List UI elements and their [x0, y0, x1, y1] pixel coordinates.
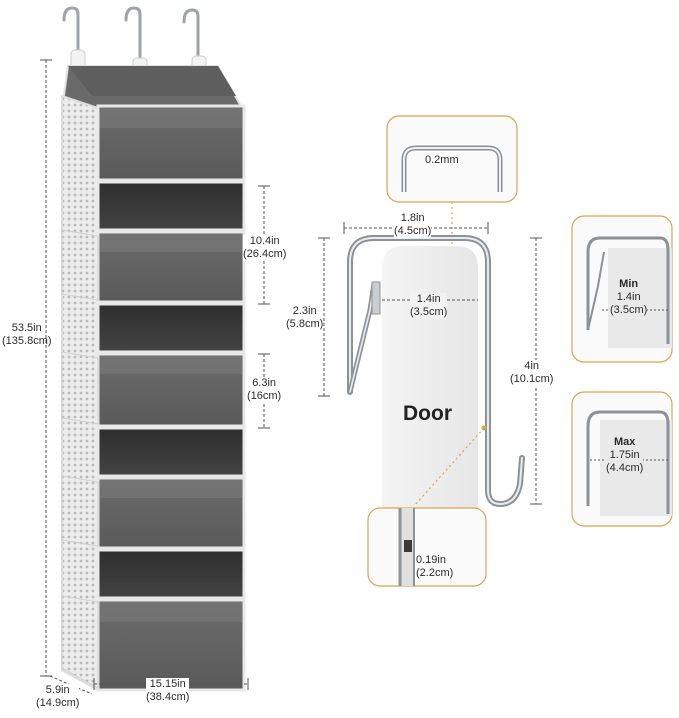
- max-in: 1.75in: [609, 449, 640, 461]
- front-drop-in: 2.3in: [292, 305, 317, 317]
- max-title: Max: [613, 436, 636, 448]
- over-door-hook: [347, 235, 525, 507]
- door-gap-label: 1.4in (3.5cm): [410, 293, 448, 319]
- width-cm: (38.4cm): [146, 691, 190, 703]
- pocket-spacing-large-cm: (26.4cm): [243, 248, 287, 260]
- thickness-label: 0.2mm: [425, 154, 459, 167]
- pocket-spacing-small-label: 6.3in (16cm): [247, 377, 282, 403]
- door-gap-cm: (3.5cm): [410, 306, 448, 318]
- height-in: 53.5in: [11, 322, 42, 334]
- organizer-hooks: [62, 6, 200, 70]
- organizer-body: [61, 65, 246, 692]
- pocket-spacing-large-in: 10.4in: [249, 235, 280, 247]
- max-inset-label: Max 1.75in (4.4cm): [606, 436, 644, 475]
- width-label: 15.15in (38.4cm): [146, 678, 190, 704]
- back-drop-label: 4in (10.1cm): [510, 360, 554, 386]
- depth-in: 5.9in: [45, 684, 70, 696]
- door-gap-in: 1.4in: [416, 293, 441, 305]
- min-in: 1.4in: [616, 291, 641, 303]
- depth-cm: (14.9cm): [36, 697, 80, 709]
- bottom-gap-label: 0.19in (2.2cm): [416, 554, 453, 580]
- pocket-spacing-large-label: 10.4in (26.4cm): [243, 235, 287, 261]
- bottom-gap-cm: (2.2cm): [416, 567, 454, 579]
- thickness-callout: [386, 115, 518, 244]
- front-drop-label: 2.3in (5.8cm): [286, 305, 324, 331]
- front-drop-cm: (5.8cm): [286, 318, 324, 330]
- inner-width-cm: (4.5cm): [394, 225, 432, 237]
- min-inset-label: Min 1.4in (3.5cm): [610, 278, 648, 317]
- width-in: 15.15in: [149, 678, 186, 690]
- max-cm: (4.4cm): [606, 462, 644, 474]
- height-label: 53.5in (135.8cm): [2, 322, 52, 348]
- door-label: Door: [403, 402, 452, 425]
- back-drop-cm: (10.1cm): [510, 373, 554, 385]
- height-cm: (135.8cm): [2, 335, 52, 347]
- inner-width-label: 1.8in (4.5cm): [394, 212, 432, 238]
- min-title: Min: [619, 278, 639, 290]
- door-panel: [382, 246, 478, 508]
- inner-width-in: 1.8in: [400, 212, 425, 224]
- thickness-value: 0.2mm: [425, 154, 459, 166]
- pocket-spacing-small-in: 6.3in: [252, 377, 277, 389]
- bottom-gap-in: 0.19in: [416, 554, 446, 566]
- depth-label: 5.9in (14.9cm): [36, 684, 80, 710]
- pocket-spacing-small-cm: (16cm): [247, 390, 282, 402]
- back-drop-in: 4in: [524, 360, 540, 372]
- bottom-gap-callout: [367, 425, 487, 587]
- min-cm: (3.5cm): [610, 304, 648, 316]
